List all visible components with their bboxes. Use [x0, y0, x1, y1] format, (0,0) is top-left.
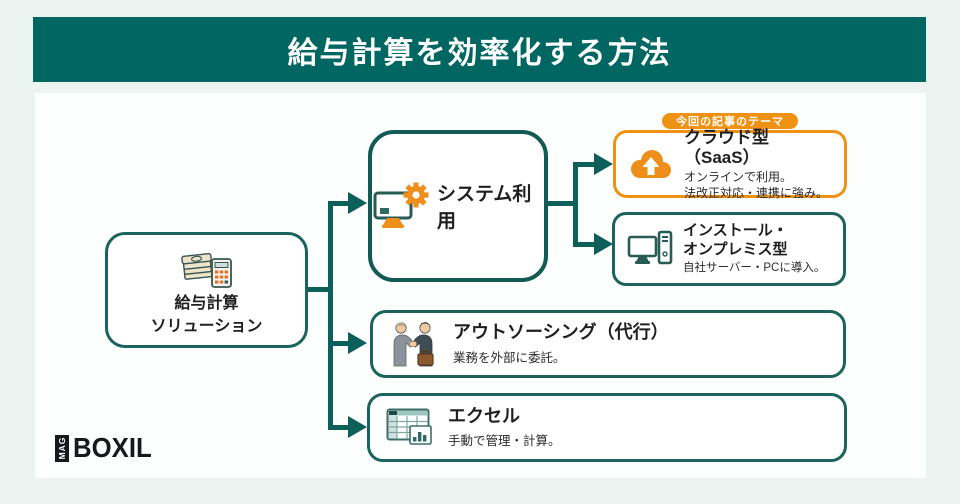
connector-arm-system	[333, 201, 348, 206]
boxil-logo-text: BOXIL	[73, 432, 152, 463]
connector-arm-install	[578, 242, 594, 247]
connector-arm-excel	[333, 425, 348, 430]
mag-logo-text: MAG	[57, 436, 67, 460]
boxil-mag-logo: MAG BOXIL	[55, 432, 159, 464]
node-system-use: システム利用	[368, 130, 548, 282]
cloud-desc-2: 法改正対応・連携に強み。	[684, 186, 829, 201]
install-title-line1: インストール・	[683, 222, 788, 240]
install-desc: 自社サーバー・PCに導入。	[683, 261, 826, 274]
node-excel: エクセル 手動で管理・計算。	[367, 393, 847, 462]
article-theme-tag-label: 今回の記事のテーマ	[676, 116, 784, 128]
connector-trunk-left	[328, 201, 333, 430]
excel-desc: 手動で管理・計算。	[448, 434, 561, 449]
desktop-pc-icon	[627, 230, 673, 268]
money-calculator-icon	[180, 246, 233, 292]
monitor-gear-icon	[372, 182, 430, 230]
cloud-desc-1: オンラインで利用。	[684, 169, 793, 184]
mag-logo-box: MAG	[55, 434, 69, 462]
outsourcing-title: アウトソーシング（代行）	[453, 322, 669, 343]
arrow-to-install	[594, 233, 613, 255]
connector-arm-outsourcing	[333, 341, 348, 346]
page-title: 給与計算を効率化する方法	[287, 36, 672, 70]
outsourcing-desc: 業務を外部に委託。	[453, 350, 566, 365]
arrow-to-cloud	[594, 153, 613, 175]
system-label: システム利用	[437, 184, 532, 232]
article-theme-tag: 今回の記事のテーマ	[660, 111, 800, 131]
install-title-line2: オンプレミス型	[683, 240, 788, 258]
spreadsheet-icon	[386, 408, 434, 448]
arrow-to-excel	[348, 416, 367, 438]
node-outsourcing: アウトソーシング（代行） 業務を外部に委託。	[370, 310, 846, 378]
title-bar: 給与計算を効率化する方法	[33, 17, 926, 82]
connector-solution-arm	[306, 287, 331, 292]
node-install-onpremise: インストール・ オンプレミス型 自社サーバー・PCに導入。	[612, 212, 846, 286]
arrow-to-system	[348, 192, 367, 214]
node-payroll-solution: 給与計算 ソリューション	[105, 232, 308, 348]
connector-system-arm	[546, 201, 573, 206]
cloud-upload-icon	[628, 147, 674, 183]
solution-label-line2: ソリューション	[150, 318, 263, 335]
connector-arm-cloud	[578, 162, 594, 167]
solution-label-line1: 給与計算	[174, 294, 239, 312]
connector-trunk-right	[573, 162, 578, 247]
handshake-icon	[389, 320, 439, 368]
node-cloud-saas: クラウド型（SaaS） オンラインで利用。 法改正対応・連携に強み。	[613, 127, 847, 200]
arrow-to-outsourcing	[348, 332, 367, 354]
excel-title: エクセル	[448, 405, 520, 426]
cloud-title: クラウド型（SaaS）	[684, 127, 769, 168]
